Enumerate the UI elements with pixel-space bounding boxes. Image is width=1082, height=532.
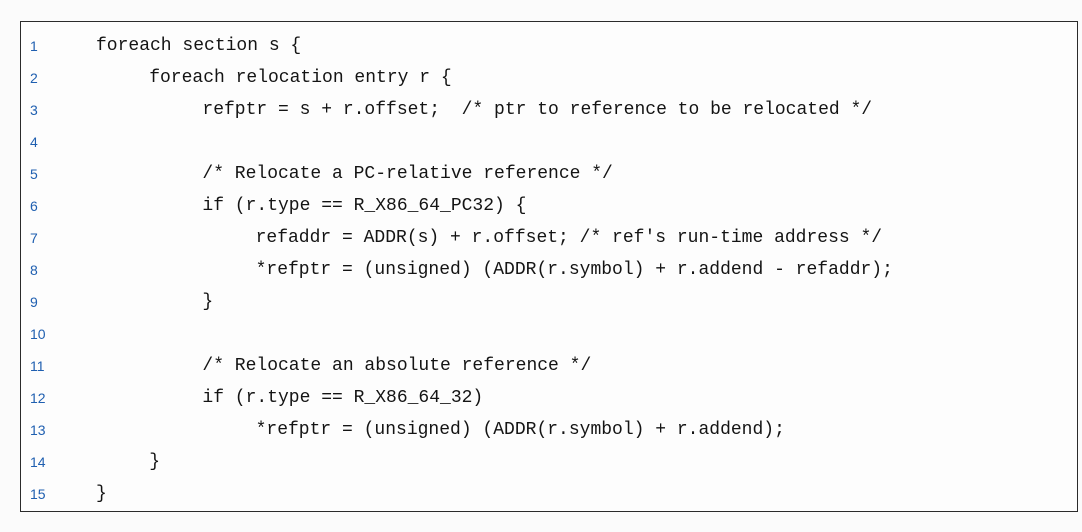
code-line: 9}	[21, 286, 1077, 318]
code-text: }	[202, 292, 214, 312]
code-text: refaddr = ADDR(s) + r.offset; /* ref's r…	[255, 228, 883, 248]
code-line: 13 *refptr = (unsigned) (ADDR(r.symbol) +…	[21, 414, 1077, 446]
code-text: }	[96, 484, 107, 504]
code-text: foreach section s {	[96, 36, 302, 56]
line-number: 14	[30, 454, 46, 470]
line-number: 3	[30, 102, 38, 118]
code-text: /* Relocate a PC-relative reference */	[202, 164, 613, 184]
code-text: if (r.type == R_X86_64_PC32) {	[202, 196, 527, 216]
code-line: 2 foreach relocation entry r {	[21, 62, 1077, 94]
line-number: 13	[30, 422, 46, 438]
code-lines: 1 foreach section s { 2 foreach relocation …	[21, 30, 1077, 510]
code-line: 8 *refptr = (unsigned) (ADDR(r.symbol) + …	[21, 254, 1077, 286]
code-text: *refptr = (unsigned) (ADDR(r.symbol) + r…	[255, 420, 785, 440]
code-listing-box: 1 foreach section s { 2 foreach relocation …	[20, 21, 1078, 512]
code-line: 12 if (r.type == R_X86_64_32)	[21, 382, 1077, 414]
code-line: 4	[21, 126, 1077, 158]
code-line: 10	[21, 318, 1077, 350]
line-number: 12	[30, 390, 46, 406]
code-line: 6 if (r.type == R_X86_64_PC32) {	[21, 190, 1077, 222]
line-number: 7	[30, 230, 38, 246]
line-number: 5	[30, 166, 38, 182]
line-number: 15	[30, 486, 46, 502]
code-line: 7 refaddr = ADDR(s) + r.offset; /* ref's …	[21, 222, 1077, 254]
line-number: 8	[30, 262, 38, 278]
line-number: 10	[30, 326, 46, 342]
code-text: foreach relocation entry r {	[149, 68, 452, 88]
code-text: if (r.type == R_X86_64_32)	[202, 388, 484, 408]
line-number: 9	[30, 294, 38, 310]
code-line: 15}	[21, 478, 1077, 510]
line-number: 1	[30, 38, 38, 54]
code-text: refptr = s + r.offset; /* ptr to referen…	[202, 100, 873, 120]
code-line: 14}	[21, 446, 1077, 478]
code-text: /* Relocate an absolute reference */	[202, 356, 592, 376]
code-text: *refptr = (unsigned) (ADDR(r.symbol) + r…	[255, 260, 893, 280]
code-line: 11 /* Relocate an absolute reference */	[21, 350, 1077, 382]
code-line: 3 refptr = s + r.offset; /* ptr to refere…	[21, 94, 1077, 126]
line-number: 2	[30, 70, 38, 86]
line-number: 6	[30, 198, 38, 214]
code-line: 5 /* Relocate a PC-relative reference */	[21, 158, 1077, 190]
code-line: 1 foreach section s {	[21, 30, 1077, 62]
code-text: }	[149, 452, 160, 472]
line-number: 11	[30, 358, 45, 374]
line-number: 4	[30, 134, 38, 150]
